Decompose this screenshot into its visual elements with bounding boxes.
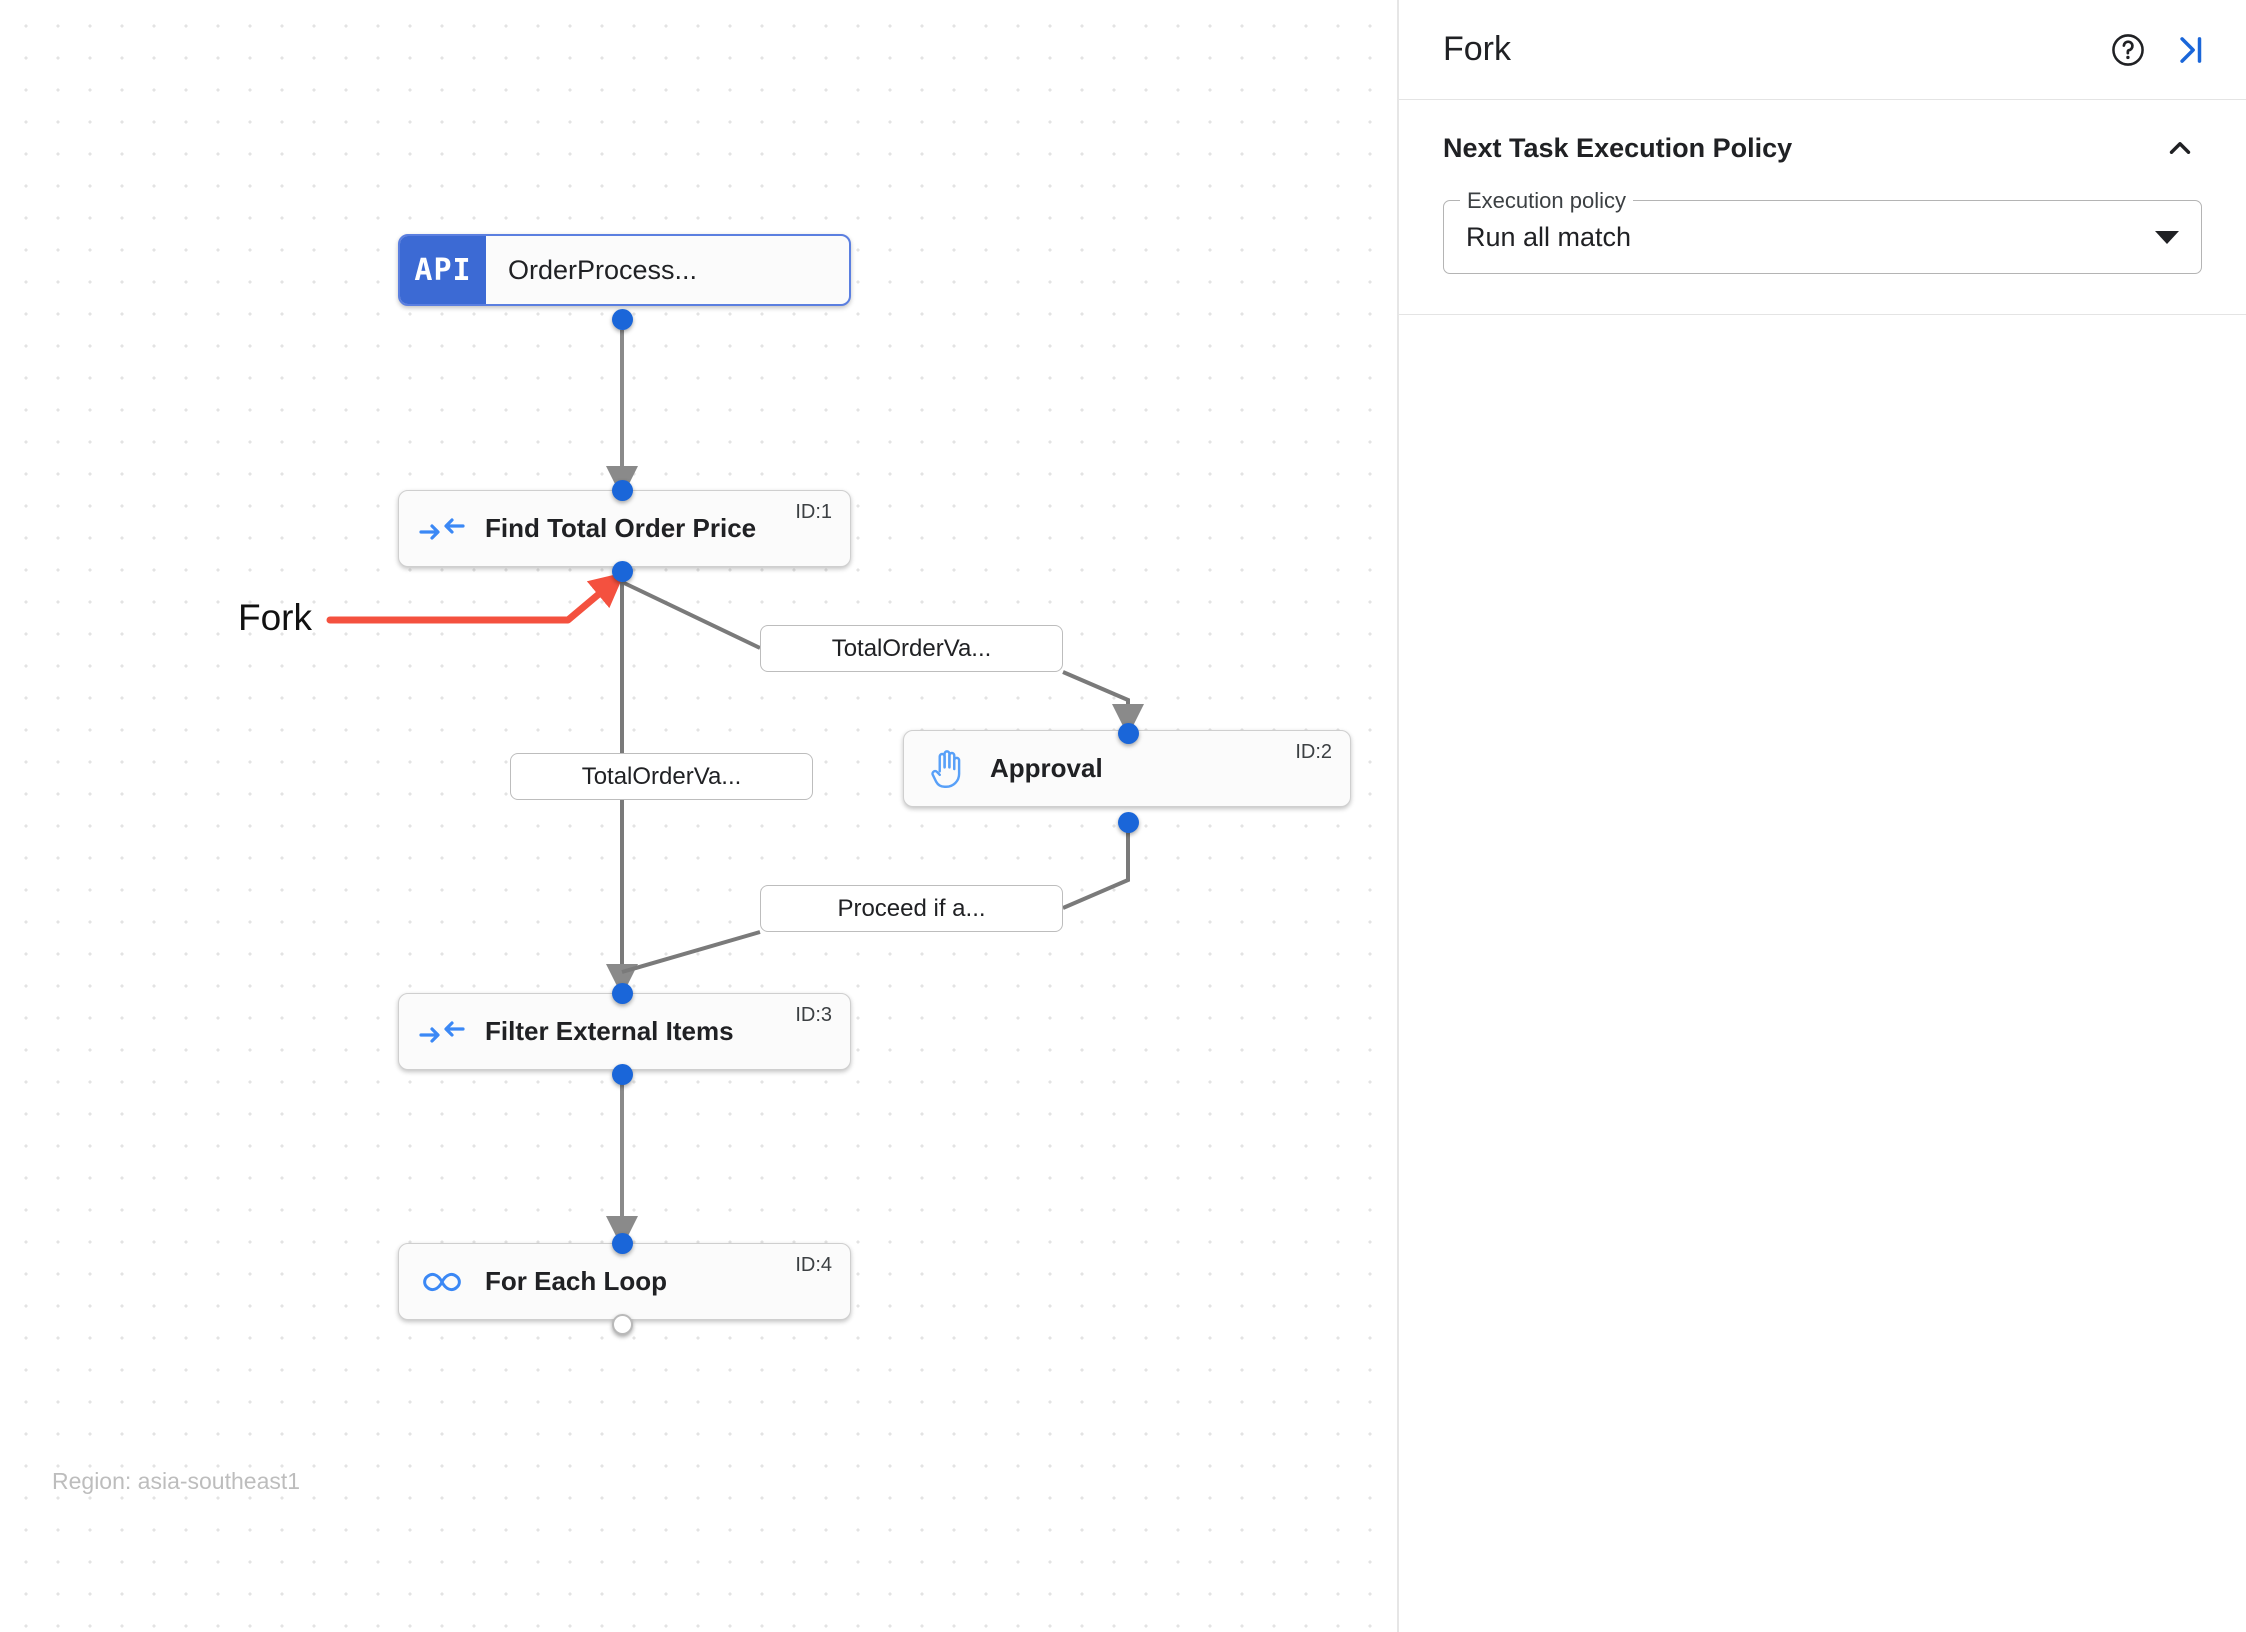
node-id-label: ID:4 bbox=[795, 1254, 832, 1276]
details-panel: Fork Next Task Execution Policy bbox=[1399, 0, 2246, 1632]
fork-annotation-label: Fork bbox=[238, 597, 312, 638]
connector-t2-input[interactable] bbox=[1118, 723, 1139, 744]
merge-arrows-icon bbox=[399, 1017, 485, 1047]
node-api-orderprocess[interactable]: API OrderProcess... bbox=[398, 234, 851, 306]
chevron-down-icon[interactable] bbox=[2155, 230, 2179, 244]
node-title: OrderProcess... bbox=[508, 254, 698, 285]
edge-label-bottom[interactable]: Proceed if a... bbox=[760, 885, 1063, 932]
api-badge-icon: API bbox=[400, 236, 486, 304]
node-id-label: ID:1 bbox=[795, 501, 832, 523]
node-title: Filter External Items bbox=[485, 1016, 734, 1046]
connector-t4-input[interactable] bbox=[612, 1233, 633, 1254]
next-task-execution-policy-section: Next Task Execution Policy Execution pol… bbox=[1399, 100, 2246, 315]
node-id-label: ID:3 bbox=[795, 1004, 832, 1026]
node-title: For Each Loop bbox=[485, 1266, 667, 1296]
region-label: Region: asia-southeast1 bbox=[52, 1468, 301, 1494]
connector-t3-output[interactable] bbox=[612, 1064, 633, 1085]
chevron-up-icon[interactable] bbox=[2158, 126, 2202, 170]
infinity-icon bbox=[399, 1268, 485, 1296]
help-circle-icon[interactable] bbox=[2102, 24, 2154, 76]
merge-arrows-icon bbox=[399, 514, 485, 544]
edge-label-left[interactable]: TotalOrderVa... bbox=[510, 753, 813, 800]
connector-t1-output[interactable] bbox=[612, 561, 633, 582]
execution-policy-select[interactable]: Execution policy Run all match bbox=[1443, 188, 2202, 274]
connector-t1-input[interactable] bbox=[612, 480, 633, 501]
node-for-each-loop[interactable]: For Each Loop ID:4 bbox=[398, 1243, 851, 1320]
hand-icon bbox=[904, 748, 990, 790]
workflow-canvas[interactable]: API OrderProcess... Find Total Order Pri… bbox=[0, 0, 1399, 1632]
connector-t2-output[interactable] bbox=[1118, 812, 1139, 833]
execution-policy-label: Execution policy bbox=[1460, 188, 1633, 214]
section-header[interactable]: Next Task Execution Policy bbox=[1443, 126, 2202, 170]
collapse-right-icon[interactable] bbox=[2164, 24, 2216, 76]
node-filter-external-items[interactable]: Filter External Items ID:3 bbox=[398, 993, 851, 1070]
node-find-total-order-price[interactable]: Find Total Order Price ID:1 bbox=[398, 490, 851, 567]
connector-t4-output[interactable] bbox=[612, 1314, 633, 1335]
connector-t3-input[interactable] bbox=[612, 983, 633, 1004]
node-title: Approval bbox=[990, 753, 1103, 783]
panel-title: Fork bbox=[1443, 30, 1511, 68]
section-title: Next Task Execution Policy bbox=[1443, 132, 1793, 163]
execution-policy-value: Run all match bbox=[1466, 221, 1632, 252]
edge-label-top[interactable]: TotalOrderVa... bbox=[760, 625, 1063, 672]
connector-api-output[interactable] bbox=[612, 309, 633, 330]
node-id-label: ID:2 bbox=[1295, 741, 1332, 763]
panel-header: Fork bbox=[1399, 0, 2246, 100]
node-title: Find Total Order Price bbox=[485, 513, 757, 543]
